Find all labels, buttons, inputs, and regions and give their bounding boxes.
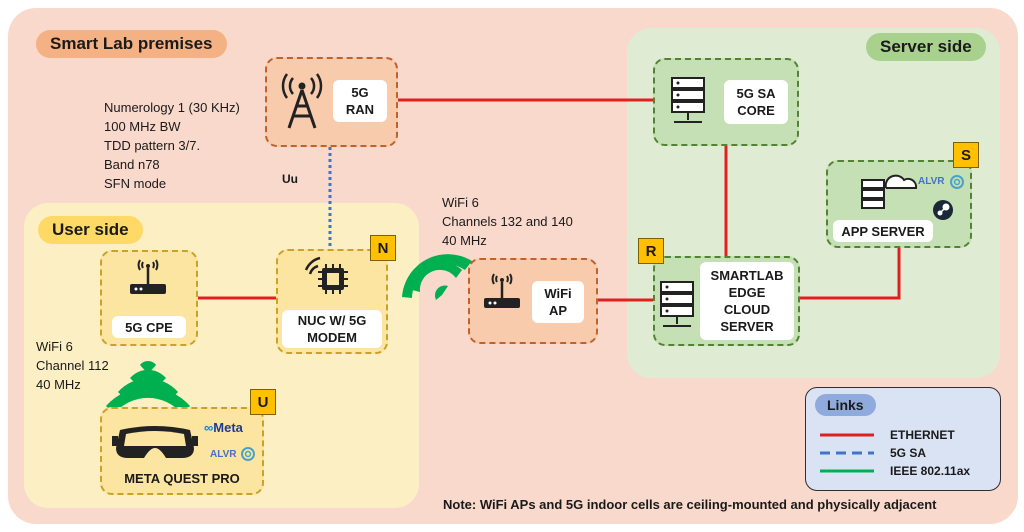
ran-config-line: Band n78 <box>104 157 160 172</box>
legend-item-ethernet: ETHERNET <box>890 428 955 442</box>
steam-icon <box>933 200 953 220</box>
legend-title: Links <box>815 394 876 416</box>
cell-tower-icon <box>281 73 323 129</box>
legend-item-wifi: IEEE 802.11ax <box>890 464 971 478</box>
alvr-logo-server: ALVR <box>918 176 945 187</box>
ran-config-line: 100 MHz BW <box>104 119 181 134</box>
alvr-swirl-icon <box>950 175 964 189</box>
edge-server-label: SMARTLAB EDGE CLOUD SERVER <box>700 262 794 340</box>
server-side-title: Server side <box>866 33 986 61</box>
alvr-swirl-icon <box>241 447 255 461</box>
smart-lab-title: Smart Lab premises <box>36 30 227 58</box>
badge-n: N <box>370 235 396 261</box>
meta-logo: ∞Meta <box>204 420 243 435</box>
chip-icon <box>304 256 348 294</box>
wifi-ap-label: WiFi AP <box>532 281 584 323</box>
server-rack-icon <box>660 281 694 327</box>
uu-label: Uu <box>282 172 298 186</box>
router-icon <box>130 259 166 294</box>
meta-logo-text: Meta <box>213 420 243 435</box>
ran-config-line: Numerology 1 (30 KHz) <box>104 100 240 115</box>
alvr-logo-quest: ALVR <box>210 449 237 460</box>
wifi-arcs-nuc <box>402 254 472 300</box>
nuc-label: NUC W/ 5G MODEM <box>282 310 382 348</box>
badge-r: R <box>638 238 664 264</box>
wifi-cpe-config-line: 40 MHz <box>36 377 81 392</box>
wifi-cpe-config-notes: WiFi 6 Channel 112 40 MHz <box>36 337 109 394</box>
server-cloud-icon <box>861 174 918 209</box>
wifi-cpe-config-line: Channel 112 <box>36 358 109 373</box>
server-rack-icon <box>671 77 705 123</box>
wifi-ap-config-line: Channels 132 and 140 <box>442 214 573 229</box>
legend-item-5g: 5G SA <box>890 446 927 460</box>
user-side-title: User side <box>38 216 143 244</box>
wifi-cpe-config-line: WiFi 6 <box>36 339 73 354</box>
badge-s: S <box>953 142 979 168</box>
ran-config-line: TDD pattern 3/7. <box>104 138 201 153</box>
wifi-ap-config-line: WiFi 6 <box>442 195 479 210</box>
ran-config-line: SFN mode <box>104 176 167 191</box>
cpe-label: 5G CPE <box>112 316 186 338</box>
legend-swatches <box>820 433 874 473</box>
app-server-label: APP SERVER <box>833 220 933 242</box>
ran-label: 5G RAN <box>333 80 387 122</box>
core-label: 5G SA CORE <box>724 80 788 124</box>
badge-u: U <box>250 389 276 415</box>
wifi-ap-config-line: 40 MHz <box>442 233 487 248</box>
vr-headset-icon <box>112 426 198 458</box>
router-icon <box>484 273 520 308</box>
wifi-ap-config-notes: WiFi 6 Channels 132 and 140 40 MHz <box>442 193 573 250</box>
wifi-arcs-cpe <box>106 361 190 414</box>
quest-label: META QUEST PRO <box>124 470 240 486</box>
ran-config-notes: Numerology 1 (30 KHz) 100 MHz BW TDD pat… <box>104 98 240 193</box>
ethernet-edge-appserver <box>800 248 901 300</box>
footer-note: Note: WiFi APs and 5G indoor cells are c… <box>443 497 937 512</box>
